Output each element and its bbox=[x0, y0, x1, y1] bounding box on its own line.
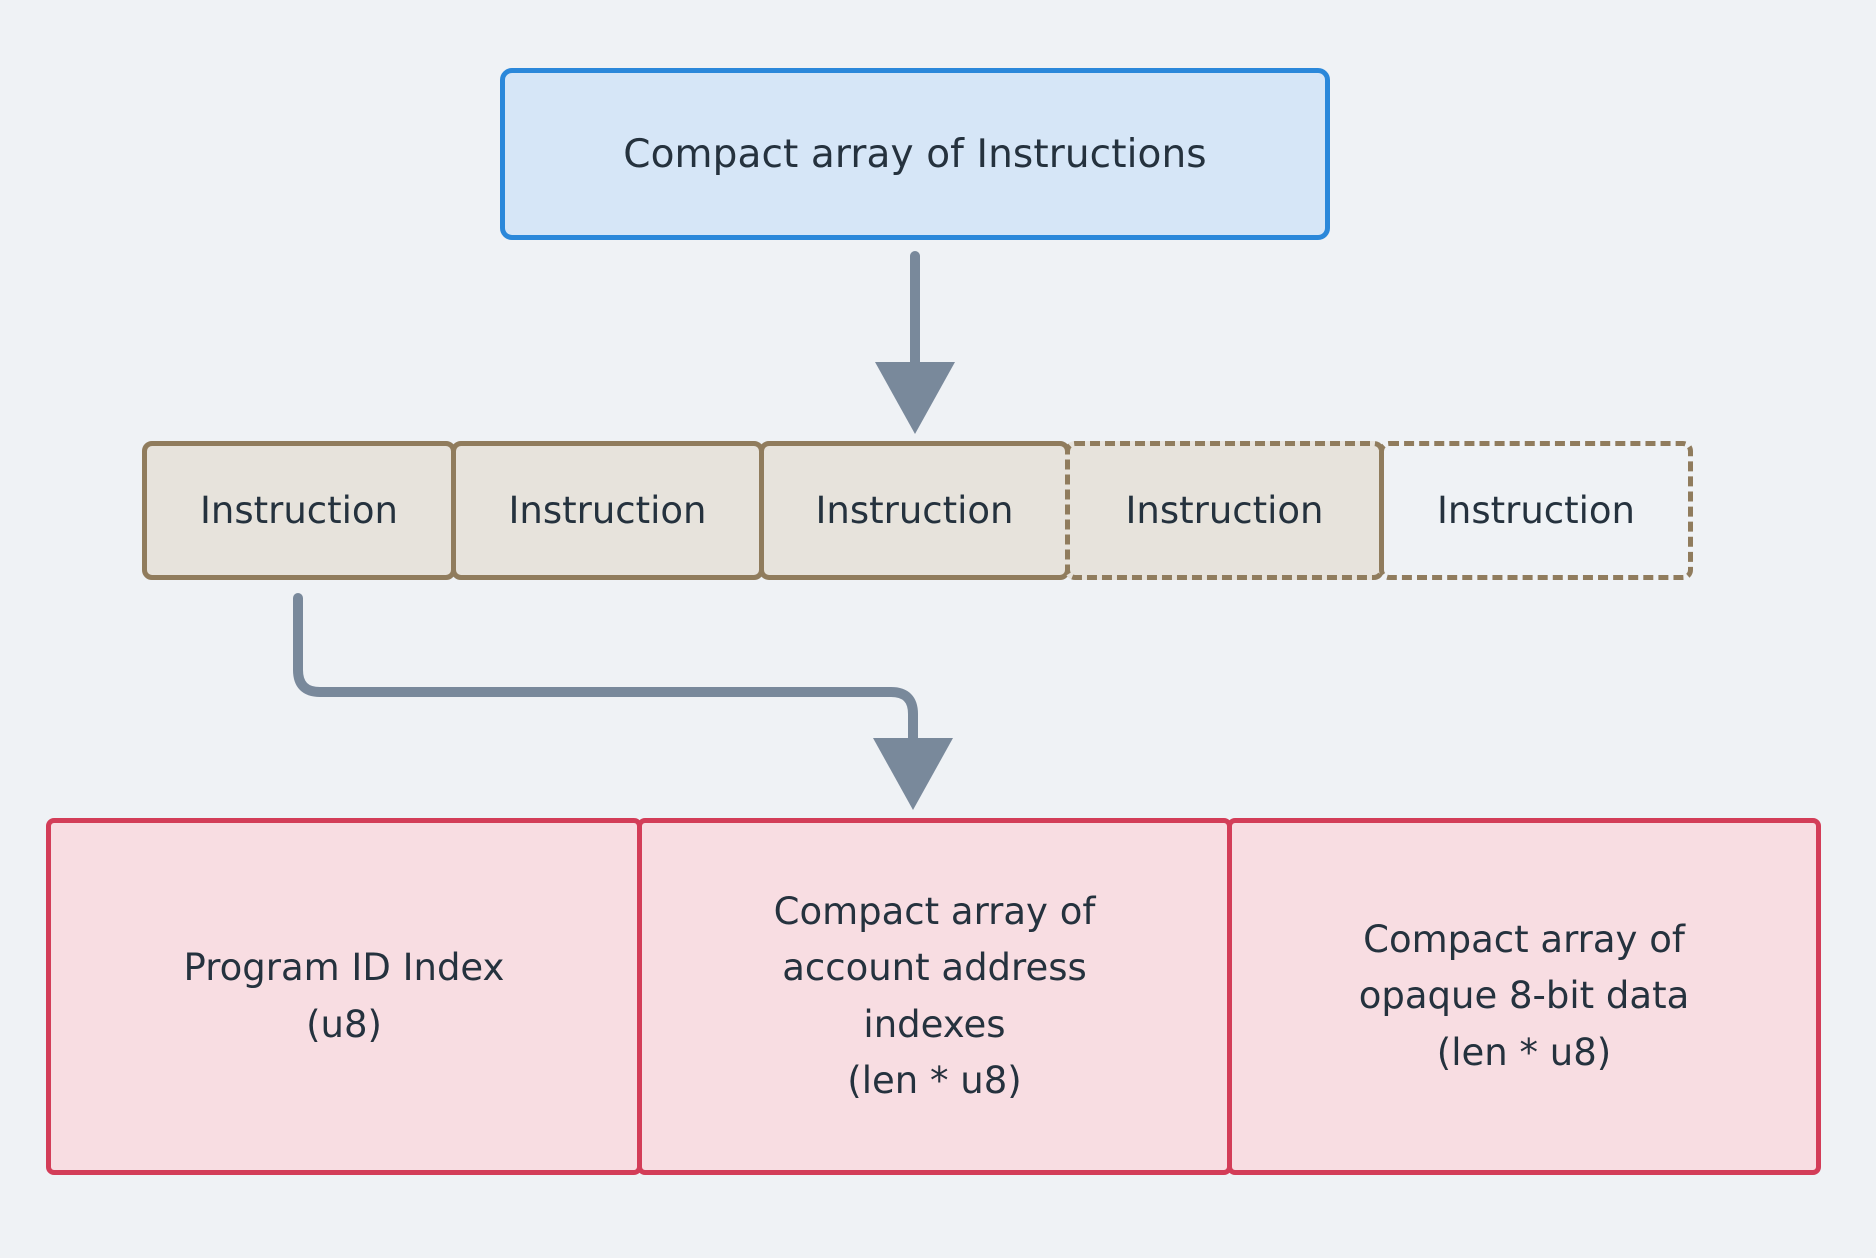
field-opaque-data-line-2: opaque 8-bit data bbox=[1358, 974, 1690, 1018]
field-account-address-indexes-line-2: account address bbox=[782, 946, 1087, 990]
field-program-id-index-line-2: (u8) bbox=[306, 1002, 382, 1046]
instruction-fields-row: Program ID Index (u8) Compact array of a… bbox=[46, 818, 1826, 1175]
field-account-address-indexes-line-4: (len * u8) bbox=[847, 1058, 1022, 1102]
field-account-address-indexes-line-3: indexes bbox=[863, 1002, 1006, 1046]
instruction-cell-3-label: Instruction bbox=[815, 489, 1014, 532]
field-program-id-index[interactable]: Program ID Index (u8) bbox=[46, 818, 642, 1175]
compact-array-of-instructions-label: Compact array of Instructions bbox=[623, 131, 1207, 177]
instruction-cell-2[interactable]: Instruction bbox=[451, 441, 764, 580]
field-program-id-index-line-1: Program ID Index bbox=[183, 946, 505, 990]
instruction-cell-5[interactable]: Instruction bbox=[1379, 441, 1693, 580]
field-opaque-data-line-3: (len * u8) bbox=[1436, 1030, 1612, 1074]
field-opaque-data[interactable]: Compact array of opaque 8-bit data (len … bbox=[1227, 818, 1821, 1175]
field-opaque-data-line-1: Compact array of bbox=[1363, 918, 1685, 962]
instruction-cell-5-label: Instruction bbox=[1436, 489, 1636, 532]
compact-array-of-instructions-node[interactable]: Compact array of Instructions bbox=[500, 68, 1330, 240]
instruction-cell-1-label: Instruction bbox=[199, 489, 399, 532]
instruction-cell-2-label: Instruction bbox=[508, 489, 707, 532]
instruction-cell-4-label: Instruction bbox=[1125, 489, 1324, 532]
instruction-cell-4[interactable]: Instruction bbox=[1065, 441, 1384, 580]
arrow-instruction-to-fields bbox=[293, 593, 953, 810]
instruction-cell-1[interactable]: Instruction bbox=[142, 441, 456, 580]
field-account-address-indexes-line-1: Compact array of bbox=[773, 890, 1096, 934]
instruction-cell-3[interactable]: Instruction bbox=[759, 441, 1070, 580]
instruction-array-row: Instruction Instruction Instruction Inst… bbox=[142, 441, 1693, 580]
field-account-address-indexes[interactable]: Compact array of account address indexes… bbox=[637, 818, 1232, 1175]
